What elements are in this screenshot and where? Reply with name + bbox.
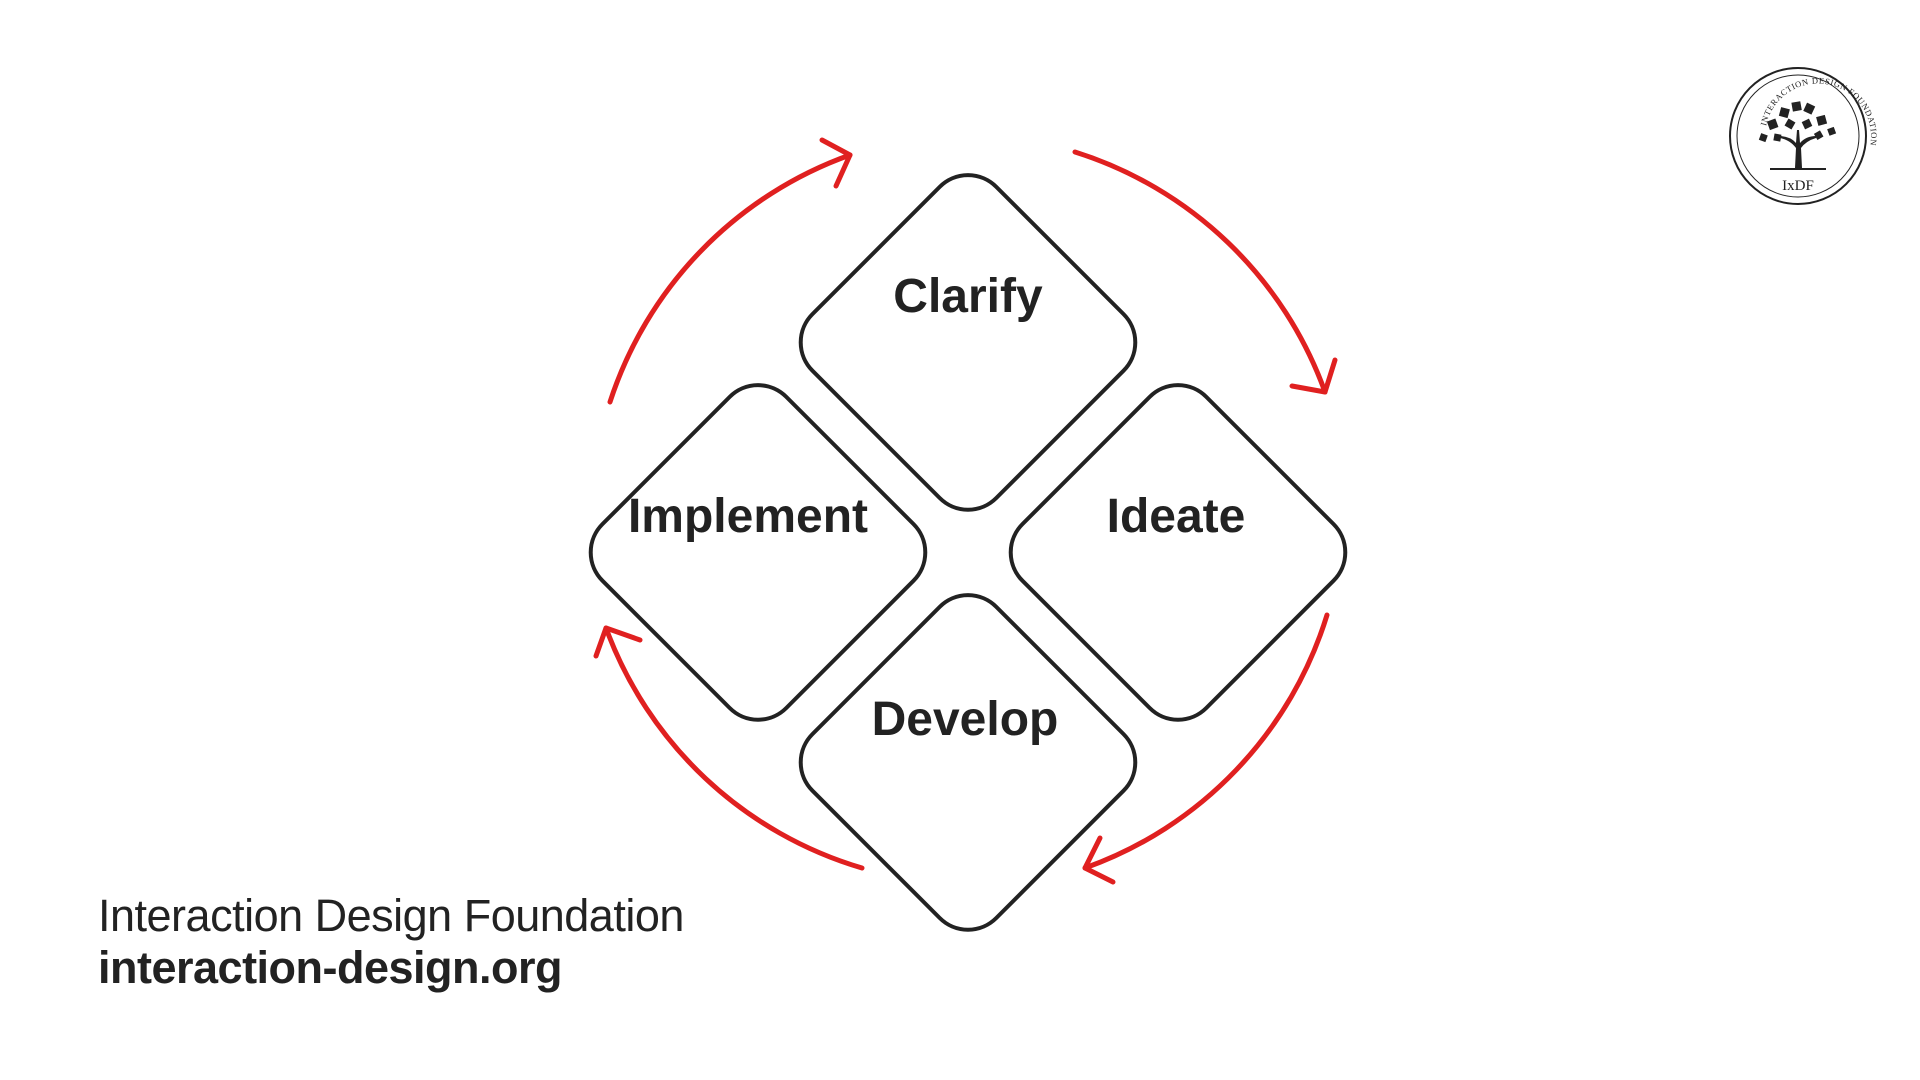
ixdf-logo: INTERACTION DESIGN FOUNDATION IxDF bbox=[1729, 67, 1878, 205]
arrow-implement-to-clarify bbox=[607, 137, 853, 405]
arrowhead-icon bbox=[1082, 835, 1116, 885]
node-ideate-shape bbox=[1008, 383, 1348, 722]
footer-url-link[interactable]: interaction-design.org bbox=[98, 941, 563, 993]
node-clarify-shape bbox=[798, 173, 1138, 512]
node-clarify-label: Clarify bbox=[893, 270, 1043, 323]
arrow-ideate-to-develop bbox=[1082, 612, 1330, 885]
arrowhead-icon bbox=[1289, 357, 1338, 395]
node-implement-shape bbox=[588, 383, 928, 722]
node-implement-label: Implement bbox=[628, 490, 868, 543]
tree-icon bbox=[1758, 101, 1837, 170]
node-develop: Develop bbox=[798, 593, 1138, 932]
node-ideate-label: Ideate bbox=[1107, 490, 1246, 543]
footer: Interaction Design Foundation interactio… bbox=[98, 890, 684, 994]
logo-abbr: IxDF bbox=[1782, 178, 1814, 194]
node-develop-label: Develop bbox=[872, 693, 1059, 746]
node-ideate: Ideate bbox=[1008, 383, 1348, 722]
arrow-develop-to-implement bbox=[593, 625, 865, 871]
arrowhead-icon bbox=[593, 625, 643, 659]
node-implement: Implement bbox=[588, 383, 928, 722]
node-clarify: Clarify bbox=[798, 173, 1138, 512]
node-develop-shape bbox=[798, 593, 1138, 932]
arrowhead-icon bbox=[819, 137, 853, 189]
arrow-clarify-to-ideate bbox=[1072, 149, 1338, 395]
footer-org-name: Interaction Design Foundation bbox=[98, 890, 684, 941]
